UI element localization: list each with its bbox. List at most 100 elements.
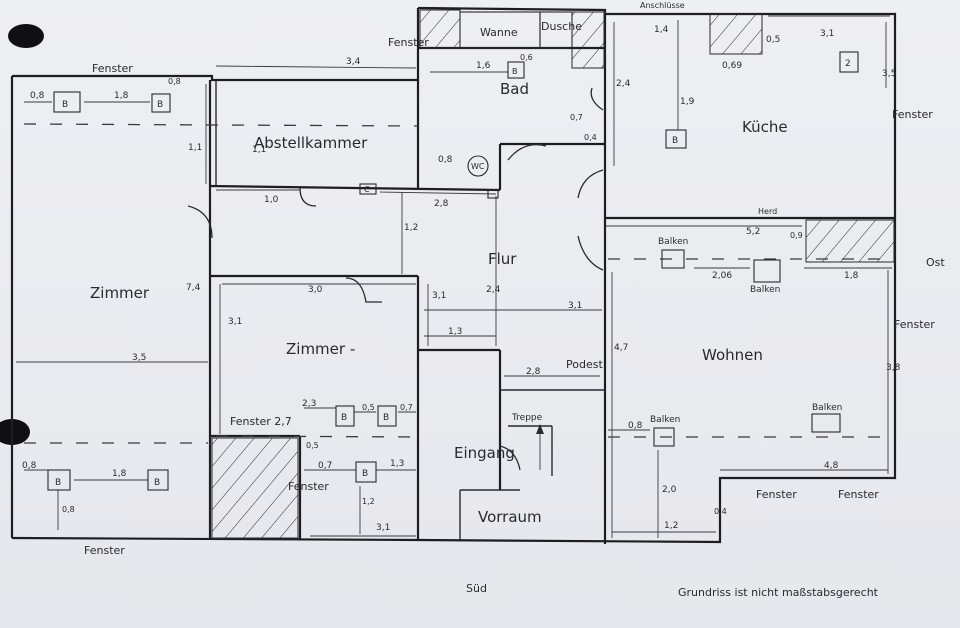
walls (10, 6, 897, 544)
dim-label: 3,0 (308, 285, 323, 295)
punch-hole-top (8, 24, 44, 48)
radiator-box (335, 405, 355, 427)
radiator-box (147, 469, 169, 491)
dim-label: 1,8 (114, 91, 129, 101)
label-fenster-bad: Fenster (388, 36, 429, 49)
punch-hole-bottom (0, 419, 30, 445)
dim-label: 2,06 (712, 271, 732, 281)
dim-label: 0,8 (168, 77, 181, 86)
room-bad: Bad (500, 80, 529, 98)
label-podest: Podest (566, 358, 603, 371)
beam-box (811, 413, 841, 433)
small-box (487, 189, 499, 199)
label-herd: Herd (758, 207, 777, 216)
radiator-box (377, 405, 397, 427)
dim-label: 1,6 (476, 61, 491, 71)
label-fenster-wohnen-bottom1: Fenster (756, 488, 797, 501)
dim-label: 0,4 (584, 133, 597, 142)
radiator-box (355, 461, 377, 483)
radiator-label: B (157, 100, 163, 110)
dim-label: 4,7 (614, 343, 628, 353)
dim-label: 3,5 (132, 353, 146, 363)
room-zimmer-mid: Zimmer - (286, 340, 355, 358)
room-wohnen: Wohnen (702, 346, 763, 364)
label-fenster-bottom-left: Fenster (84, 544, 125, 557)
label-wanne: Wanne (480, 26, 518, 39)
room-abstellkammer: Abstellkammer (254, 134, 368, 152)
label-balken: Balken (750, 285, 780, 295)
dim-label: 2,4 (486, 285, 501, 295)
dim-label: 1,0 (264, 195, 279, 205)
box-two-label: 2 (845, 59, 851, 69)
dim-label: 0,8 (438, 155, 453, 165)
beam-box (653, 427, 675, 447)
dim-label: 7,4 (186, 283, 201, 293)
label-treppe: Treppe (511, 413, 543, 423)
dim-label: 1,3 (390, 459, 404, 469)
dim-label: 2,8 (434, 199, 449, 209)
radiator-label: B (362, 469, 368, 479)
dim-label: 3,1 (820, 29, 834, 39)
label-fenster-wohnen-bottom2: Fenster (838, 488, 879, 501)
dim-label: 1,1 (188, 143, 202, 153)
symbols (47, 51, 859, 491)
label-balken: Balken (650, 415, 680, 425)
dim-label: 1,4 (654, 25, 669, 35)
dim-label: 0,8 (628, 421, 643, 431)
radiator-label: B (62, 100, 68, 110)
radiator-box (507, 61, 525, 79)
room-zimmer-left: Zimmer (90, 284, 150, 302)
dim-label: 1,2 (362, 497, 375, 506)
room-flur: Flur (488, 250, 517, 268)
dim-label: 0,5 (306, 441, 319, 450)
bath-fixtures (459, 11, 573, 49)
box-two (839, 51, 859, 73)
room-vorraum: Vorraum (478, 508, 542, 526)
dim-label: 2,0 (662, 485, 677, 495)
dim-label: 0,7 (570, 113, 583, 122)
dim-label: 0,5 (362, 403, 375, 412)
radiator-label: B (341, 413, 347, 423)
label-balken: Balken (658, 237, 688, 247)
wc-symbol (467, 155, 489, 177)
label-note: Grundriss ist nicht maßstabsgerecht (678, 586, 879, 599)
dim-label: 1,2 (404, 223, 418, 233)
dim-label: 3,1 (568, 301, 582, 311)
label-fenster-wohnen-right: Fenster (894, 318, 935, 331)
stairs (508, 424, 553, 476)
dim-label: 0,6 (520, 53, 533, 62)
dim-label: 0,8 (62, 505, 75, 514)
beam-box (753, 259, 781, 283)
dim-label: 2,4 (616, 79, 631, 89)
dim-label: 3,5 (882, 69, 896, 79)
dim-label: 3,1 (432, 291, 446, 301)
radiator-box (53, 91, 81, 113)
label-fenster-top-left: Fenster (92, 62, 133, 75)
beam-box (661, 249, 685, 269)
dim-label: 1,9 (680, 97, 695, 107)
radiator-box (151, 93, 171, 113)
label-ost: Ost (926, 256, 945, 269)
doors (187, 87, 604, 471)
label-fenster-27: Fenster 2,7 (230, 415, 292, 428)
dim-label: 1,8 (112, 469, 127, 479)
beam-lines (23, 123, 894, 444)
dim-label: 2,8 (526, 367, 541, 377)
dim-label: 1,8 (844, 271, 859, 281)
dim-label: 0,8 (22, 461, 37, 471)
label-anschluss: Anschlüsse (640, 1, 685, 10)
label-sued: Süd (466, 582, 487, 595)
label-balken: Balken (812, 403, 842, 413)
radiator-label: B (154, 478, 160, 488)
dim-label: 4,8 (824, 461, 839, 471)
radiator-label: B (383, 413, 389, 423)
dim-label: 1,1 (252, 145, 266, 155)
dim-label: 3,8 (886, 363, 901, 373)
dim-label: 0,9 (790, 231, 803, 240)
dim-label: 3,1 (376, 523, 390, 533)
radiator-label: B (672, 136, 678, 146)
dim-label: 0,5 (766, 35, 780, 45)
label-fenster-small: Fenster (288, 480, 329, 493)
